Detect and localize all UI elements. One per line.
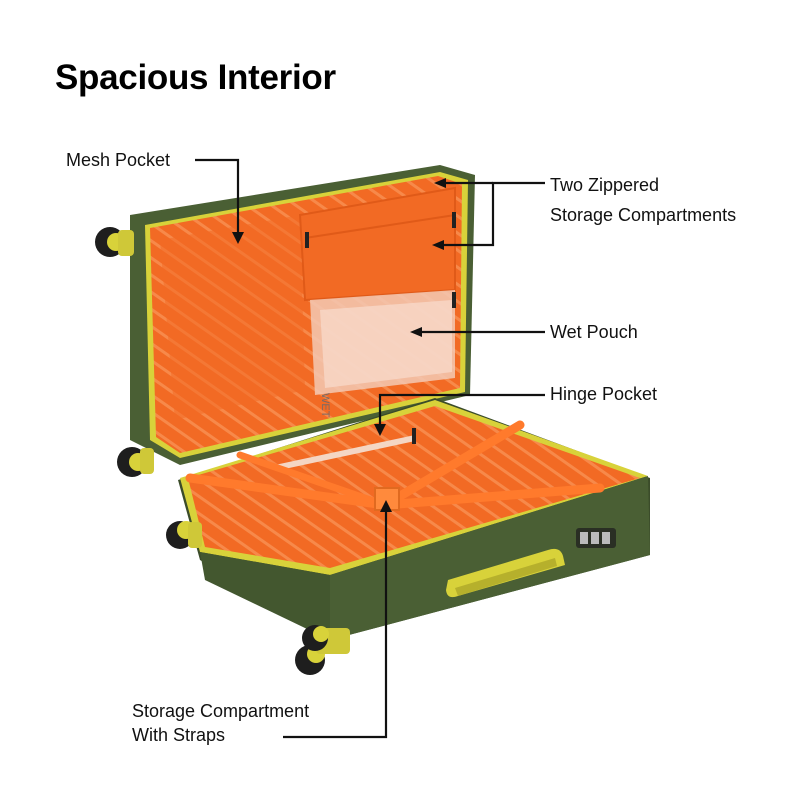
straps-line <box>283 508 388 739</box>
arrowhead-hinge <box>374 424 386 436</box>
mesh-pocket-label: Mesh Pocket <box>66 150 171 170</box>
storage-compartment-label-line2: With Straps <box>132 725 226 745</box>
hinge-pocket-line <box>378 393 545 428</box>
wet-pouch-label: Wet Pouch <box>550 322 638 342</box>
callout-lines <box>195 158 545 739</box>
arrowhead-wet <box>410 327 422 337</box>
page-title: Spacious Interior <box>55 58 336 97</box>
wheels-top <box>95 227 154 477</box>
carry-handle <box>446 548 565 598</box>
arrowhead-zipper-lower <box>432 240 444 250</box>
wheels-bottom <box>166 521 350 675</box>
zippered-compartments-label-line1: Two Zippered <box>550 175 660 195</box>
callout-arrowheads <box>232 178 446 512</box>
arrowhead-mesh <box>232 232 244 244</box>
arrowhead-zipper-upper <box>434 178 446 188</box>
hinge-pocket-label: Hinge Pocket <box>550 384 658 404</box>
zippered-compartments-label-line2: Storage Compartments <box>550 205 737 225</box>
wet-pouch-print: WET <box>319 393 331 418</box>
lid-lining: WET <box>150 176 462 453</box>
storage-compartment-label-line1: Storage Compartment <box>132 701 310 721</box>
mesh-pocket-line <box>195 158 240 240</box>
arrowhead-straps <box>380 500 392 512</box>
zippered-line-lower <box>440 181 545 247</box>
combination-lock <box>576 528 616 548</box>
